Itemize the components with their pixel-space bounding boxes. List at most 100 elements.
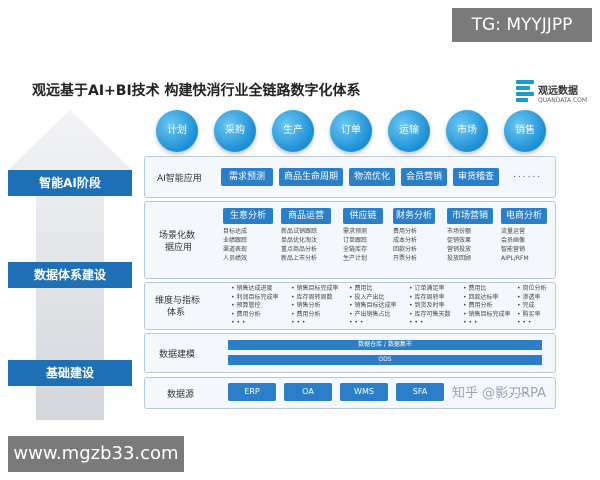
scene-item: 单品优化淘汰 [281,237,318,244]
metric-item: • 库存周转率 [409,293,445,301]
source-more: ...... [500,387,530,397]
scene-item: AIPL/RFM [501,255,529,262]
scene-item: 开票分析 [393,255,418,262]
metric-item: • 费用分析 [291,310,321,318]
scene-item: 业绩跟踪 [223,237,248,244]
metric-item: • 费用比 [463,285,487,292]
scene-item: 流量运营 [501,228,526,235]
metric-item: • • • [463,319,478,326]
source-row-label: 数据源 [167,390,195,400]
logo-icon [516,80,534,106]
scene-item: 成本分析 [393,237,418,244]
scene-item: 订单跟踪 [343,237,368,244]
scene-col-business: 生意分析 目标达成 业绩跟踪 渠道表现 人员绩效 [223,208,273,263]
ai-row-label: AI智能应用 [157,174,202,184]
scene-col-head: 市场营销 [447,208,493,224]
ai-tag-demand: 需求预测 [221,168,273,186]
scene-item: 促销效果 [447,237,472,244]
page-title: 观远基于AI+BI技术 构建快消行业全链路数字化体系 [32,83,361,99]
metric-col-1: • 销售达成进度 • 利润目标完成率 • 预算管控 • 费用分析 • • • [231,285,278,328]
data-model-row: 数据建模 [144,333,556,373]
metric-item: • • • [409,319,424,326]
scene-col-product: 商品运营 新品试销跟踪 单品优化淘汰 重点商品分析 新品上市分析 [281,208,331,263]
metric-item: • • • [349,319,364,326]
scene-col-finance: 财务分析 费用分析 成本分析 回款分析 开票分析 [393,208,435,263]
scene-item: 费用分析 [393,228,418,235]
scene-col-head: 电商分析 [501,208,547,224]
metric-item: • • • [291,319,306,326]
metric-item: • • • [231,319,246,326]
scene-col-head: 生意分析 [223,208,273,224]
metric-item: • 完成 [517,302,535,309]
scene-col-marketing: 市场营销 市场份额 促销效果 营销投放 投放回顾 [447,208,493,263]
metric-item: • 销售目标完成率 [291,285,339,292]
metric-item: • 利润目标完成率 [231,293,279,301]
scene-item: 全链库存 [343,246,368,253]
scene-item: 需求预测 [343,228,368,235]
scene-col-ecommerce: 电商分析 流量运营 会员画像 智能营销 AIPL/RFM [501,208,547,263]
metric-col-5: • 费用比 • 回款达标率 • 费用分析 • 销售目标完成率 • • • [463,285,510,328]
metric-item: • 预算管控 [231,302,261,309]
ai-application-row: AI智能应用 需求预测 商品生命周期 物流优化 会员营销 审货稽查 ...... [144,156,556,198]
metric-item: • 产出销售占比 [349,310,391,318]
brand-logo: 观远数据 QUANDATA.COM [516,80,592,110]
metric-col-2: • 销售目标完成率 • 库存周转周数 • 销售分析 • 费用分析 • • • [291,285,338,328]
metric-item: • 回款达标率 [463,293,499,301]
metric-row-label-1: 维度与指标 [155,296,201,306]
scene-item: 智能营销 [501,246,526,253]
scene-col-supply: 供应链 需求预测 订单跟踪 全链库存 生产计划 [343,208,383,263]
scene-col-head: 财务分析 [393,208,435,224]
scene-item: 目标达成 [223,228,248,235]
metric-col-3: • 费用比 • 投入产出比 • 销售目标达成率 • 产出销售占比 • • • [349,285,396,328]
metric-item: • 销售目标完成率 [463,310,511,318]
metric-item: • 费用比 [349,285,373,292]
scene-row-label-1: 场景化数 [159,231,196,241]
scene-item: 市场份额 [447,228,472,235]
scene-item: 会员画像 [501,237,526,244]
logo-sub: QUANDATA.COM [538,97,588,104]
stage-data-system: 数据体系建设 [8,262,132,288]
bottom-watermark: www.mgzb33.com [8,436,184,472]
chain-circle-production: 生产 [272,110,314,152]
scene-item: 投放回顾 [447,255,472,262]
ai-tag-lifecycle: 商品生命周期 [279,168,343,186]
metric-item: • 销售达成进度 [231,285,273,292]
scene-col-head: 供应链 [343,208,383,224]
ai-tag-logistics: 物流优化 [349,168,395,186]
metric-item: • 到货及时率 [409,302,445,309]
chain-circle-market: 市场 [446,110,488,152]
zhihu-watermark: 知乎 @影刀RPA [452,386,547,401]
metric-item: • 渗透率 [517,293,541,301]
scene-item: 新品试销跟踪 [281,228,318,235]
metric-item: • 订单满足率 [409,285,445,292]
top-watermark: TG: MYYJJPP [452,8,592,42]
source-erp: ERP [228,383,276,401]
metric-item: • 费用分析 [231,310,261,318]
source-wms: WMS [340,383,388,401]
stage-foundation: 基础建设 [8,360,132,386]
scene-item: 渠道表现 [223,246,248,253]
metric-item: • 库存周转周数 [291,293,333,301]
scene-item: 新品上市分析 [281,255,318,262]
model-bar-ods: ODS [228,355,542,365]
scene-item: 回款分析 [393,246,418,253]
ai-more: ...... [513,170,543,180]
metric-item: • 投入产出比 [349,293,385,301]
metric-item: • 费用分析 [463,302,493,309]
chain-circle-plan: 计划 [156,110,198,152]
metric-row-label-2: 体系 [167,308,186,318]
metric-system-row: 维度与指标 体系 • 销售达成进度 • 利润目标完成率 • 预算管控 • 费用分… [144,282,556,330]
source-sfa: SFA [396,383,444,401]
ai-tag-audit: 审货稽查 [453,168,499,186]
chain-circle-order: 订单 [330,110,372,152]
scene-col-head: 商品运营 [281,208,331,224]
chain-circle-sales: 销售 [504,110,546,152]
metric-col-6: • 岗位分析 • 渗透率 • 完成 • 购买率 • • • [517,285,546,328]
ai-tag-membership: 会员营销 [401,168,447,186]
stage-ai: 智能AI阶段 [8,170,132,196]
metric-col-4: • 订单满足率 • 库存周转率 • 到货及时率 • 库存可售天数 • • • [409,285,450,328]
logo-name: 观远数据 [538,86,578,97]
scene-item: 生产计划 [343,255,368,262]
chain-circle-transport: 运输 [388,110,430,152]
model-bar-warehouse: 数据仓库 / 数据集市 [228,340,542,350]
